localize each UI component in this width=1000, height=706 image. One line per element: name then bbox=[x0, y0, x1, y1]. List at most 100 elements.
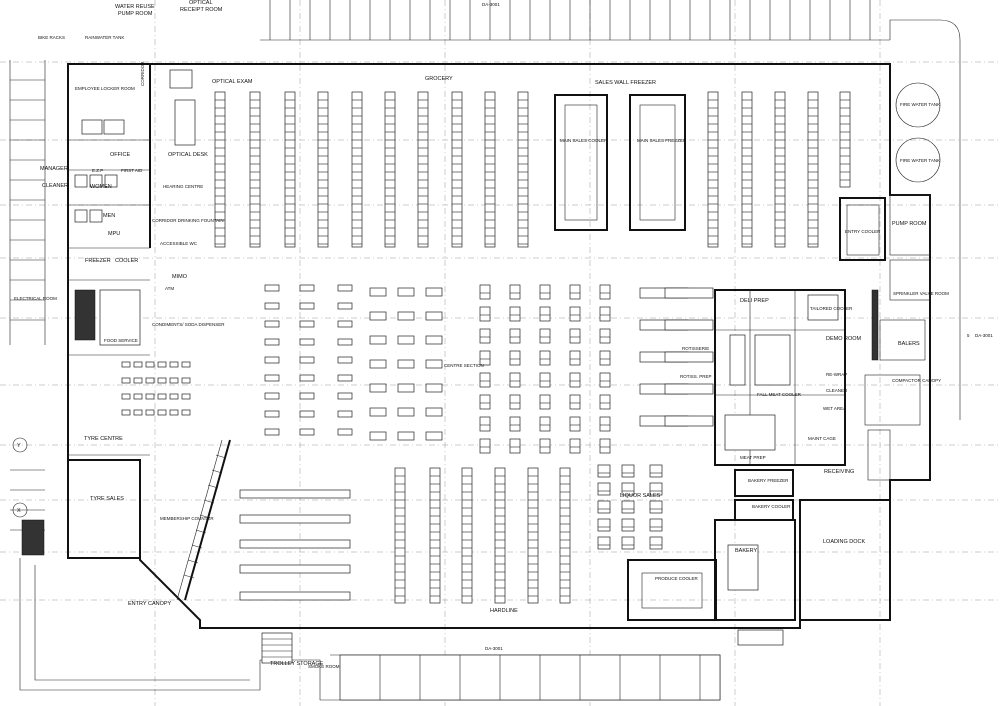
shelf-rack bbox=[264, 356, 280, 364]
display-table bbox=[369, 431, 387, 441]
label-main-sales-freezer: MAIN SALES FREEZER bbox=[637, 138, 687, 143]
label-mpu: MPU bbox=[108, 231, 120, 237]
shelf-rack bbox=[649, 500, 663, 514]
shelf-rack bbox=[479, 416, 491, 432]
label-atm: ATM bbox=[165, 286, 174, 291]
checkout-lanes bbox=[176, 439, 231, 601]
label-receipt-room: RECEIPT ROOM bbox=[180, 7, 223, 13]
hardline-rack bbox=[239, 564, 351, 574]
shelf-rack bbox=[264, 302, 280, 310]
loading-dock-outline bbox=[800, 499, 891, 621]
trolley-stairs bbox=[261, 632, 293, 664]
shelf-rack bbox=[774, 91, 786, 248]
shelf-rack bbox=[599, 372, 611, 388]
cooler-freezer-block bbox=[554, 94, 686, 231]
label-rotisserie: ROTISSERIE bbox=[682, 346, 709, 351]
label-pump-room: PUMP ROOM bbox=[892, 221, 927, 227]
hardline-rack bbox=[239, 591, 351, 601]
shelf-rack bbox=[299, 302, 315, 310]
shelf-rack bbox=[649, 536, 663, 550]
shelf-rack bbox=[337, 320, 353, 328]
label-mimo: MIMO bbox=[172, 274, 188, 280]
shelf-rack bbox=[299, 410, 315, 418]
label-bakery-cooler: BAKERY COOLER bbox=[752, 504, 791, 509]
shelf-rack bbox=[417, 91, 429, 248]
shelf-rack bbox=[317, 91, 329, 248]
bottom-parking bbox=[339, 654, 721, 701]
label-fire-tank-1: FIRE WATER TANK bbox=[900, 102, 940, 107]
shelf-rack bbox=[599, 394, 611, 410]
label-bike-racks: BIKE RACKS bbox=[38, 35, 65, 40]
shelf-rack bbox=[807, 91, 819, 248]
display-table bbox=[397, 383, 415, 393]
label-cleaner-right: CLEANER bbox=[826, 388, 848, 393]
shelf-rack bbox=[299, 374, 315, 382]
label-maint-cage: MAINT CAGE bbox=[808, 436, 836, 441]
hardline-rack bbox=[239, 514, 351, 524]
shelf-rack bbox=[569, 394, 581, 410]
display-table bbox=[369, 311, 387, 321]
tyre-wing bbox=[67, 460, 140, 559]
shelf-rack bbox=[649, 518, 663, 532]
label-membership: MEMBERSHIP COUNTER bbox=[160, 516, 214, 521]
display-table bbox=[425, 359, 443, 369]
shelf-rack bbox=[509, 438, 521, 454]
shelf-rack bbox=[539, 372, 551, 388]
display-table bbox=[369, 287, 387, 297]
shelf-rack bbox=[264, 284, 280, 292]
shelf-rack bbox=[299, 338, 315, 346]
shelving-racks bbox=[214, 91, 851, 604]
display-bin bbox=[664, 415, 714, 427]
shelf-rack bbox=[569, 306, 581, 322]
display-table bbox=[425, 431, 443, 441]
shelf-rack bbox=[214, 91, 226, 248]
label-accessible-wc: ACCESSIBLE WC bbox=[160, 241, 198, 246]
shelf-rack bbox=[509, 350, 521, 366]
display-table bbox=[369, 407, 387, 417]
label-sales-wall-freezer: SALES WALL FREEZER bbox=[595, 80, 656, 86]
shelf-rack bbox=[264, 392, 280, 400]
label-tyre-sales: TYRE SALES bbox=[90, 496, 124, 502]
shelf-rack bbox=[539, 350, 551, 366]
shelf-rack bbox=[539, 394, 551, 410]
label-employee-locker: EMPLOYEE LOCKER ROOM bbox=[75, 86, 135, 91]
shelf-rack bbox=[539, 416, 551, 432]
label-manager: MANAGER bbox=[40, 166, 68, 172]
shelf-rack bbox=[599, 306, 611, 322]
label-pump-room-top: PUMP ROOM bbox=[118, 11, 153, 17]
shelf-rack bbox=[539, 284, 551, 300]
display-bin bbox=[664, 351, 714, 363]
label-rainwater-tank: RAINWATER TANK bbox=[85, 35, 124, 40]
label-rewrap: RE-WRAP bbox=[826, 372, 847, 377]
num-5: 5 bbox=[967, 333, 970, 338]
shelf-rack bbox=[351, 91, 363, 248]
label-fire-tank-2: FIRE WATER TANK bbox=[900, 158, 940, 163]
shelf-rack bbox=[484, 91, 496, 248]
label-bakery: BAKERY bbox=[735, 548, 758, 554]
label-produce-cooler: PRODUCE COOLER bbox=[655, 576, 699, 581]
shelf-rack bbox=[621, 464, 635, 478]
label-main-sales-cooler: MAIN SALES COOLER bbox=[560, 138, 608, 143]
shelf-rack bbox=[599, 416, 611, 432]
shelf-rack bbox=[649, 482, 663, 496]
display-bin bbox=[664, 287, 714, 299]
shelf-rack bbox=[527, 467, 539, 604]
shelf-rack bbox=[479, 284, 491, 300]
fire-tanks bbox=[895, 82, 941, 183]
label-optical-receipt: OPTICAL bbox=[189, 0, 213, 6]
grid-bubbles bbox=[12, 437, 28, 518]
label-ezp: E.Z.P bbox=[92, 168, 103, 173]
shelf-rack bbox=[479, 328, 491, 344]
grid-x: X bbox=[17, 508, 21, 514]
display-table bbox=[397, 311, 415, 321]
shelf-rack bbox=[539, 438, 551, 454]
shelf-rack bbox=[649, 464, 663, 478]
shelf-rack bbox=[264, 428, 280, 436]
label-condiments: CONDIMENTS/ SODA DISPENSER bbox=[152, 322, 225, 327]
label-grocery: GROCERY bbox=[425, 76, 453, 82]
shelf-rack bbox=[839, 91, 851, 188]
label-liquor-sales: LIQUOR SALES bbox=[620, 493, 661, 499]
label-cooler-left: COOLER bbox=[115, 258, 138, 264]
label-optical-desk: OPTICAL DESK bbox=[168, 152, 208, 158]
display-table bbox=[369, 335, 387, 345]
